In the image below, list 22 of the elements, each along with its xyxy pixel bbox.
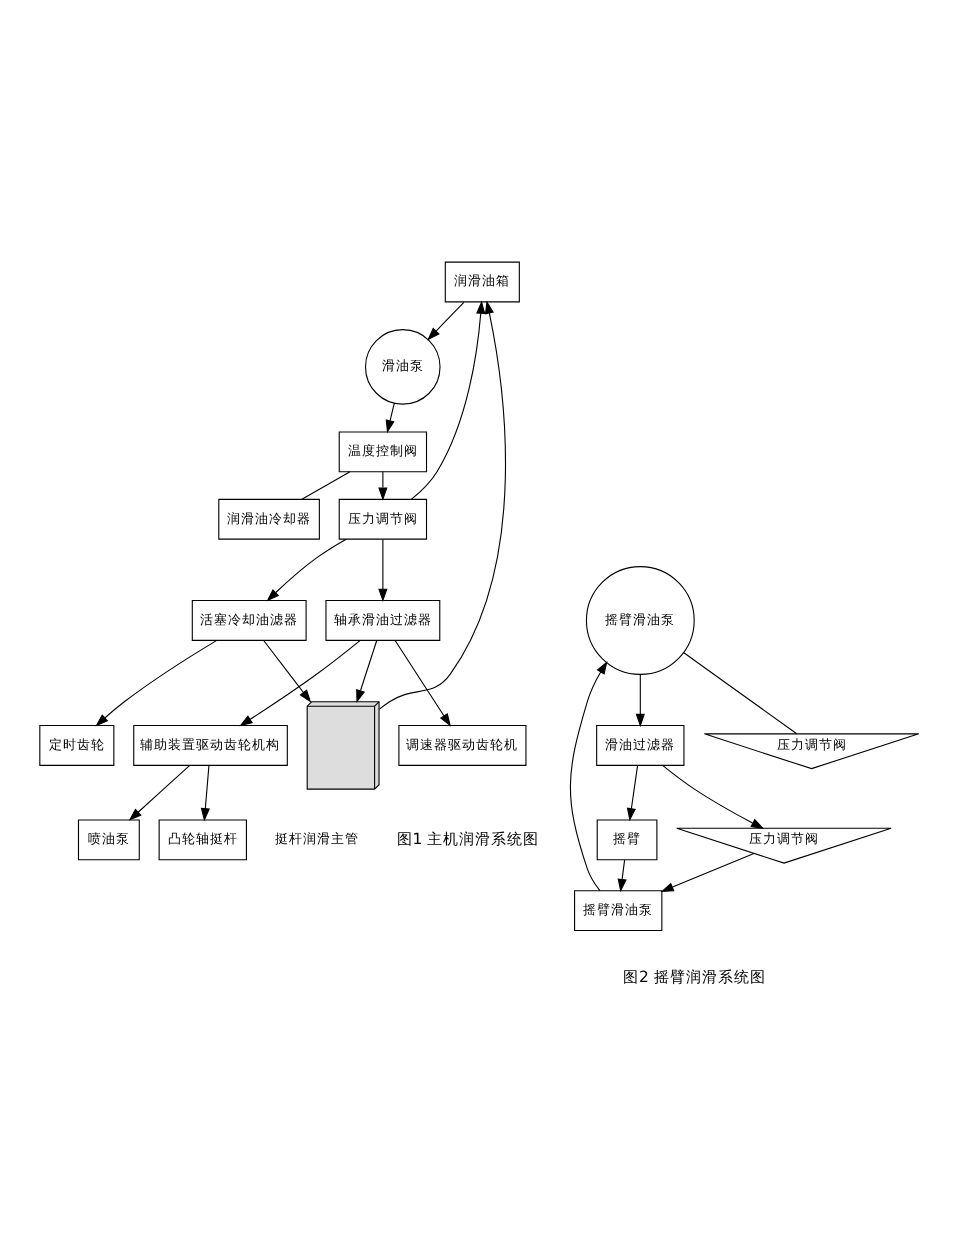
arrow (266, 538, 347, 602)
arrow (662, 765, 765, 829)
arrow (385, 403, 395, 434)
arrow (410, 300, 486, 500)
arrow (569, 661, 608, 892)
arrow (356, 640, 378, 703)
arrow (239, 640, 361, 727)
connector (301, 471, 351, 500)
arrow (200, 765, 210, 822)
arrow (378, 300, 506, 710)
arrow (626, 765, 639, 822)
arrow (378, 471, 388, 501)
arrow (617, 859, 627, 893)
arrow (660, 852, 755, 893)
arrow (378, 538, 388, 602)
arrow (635, 673, 645, 728)
arrow (263, 640, 312, 703)
arrow (394, 640, 451, 727)
arrow (128, 765, 190, 821)
arrow (95, 640, 217, 727)
connector (682, 652, 798, 735)
arrow (427, 301, 465, 341)
